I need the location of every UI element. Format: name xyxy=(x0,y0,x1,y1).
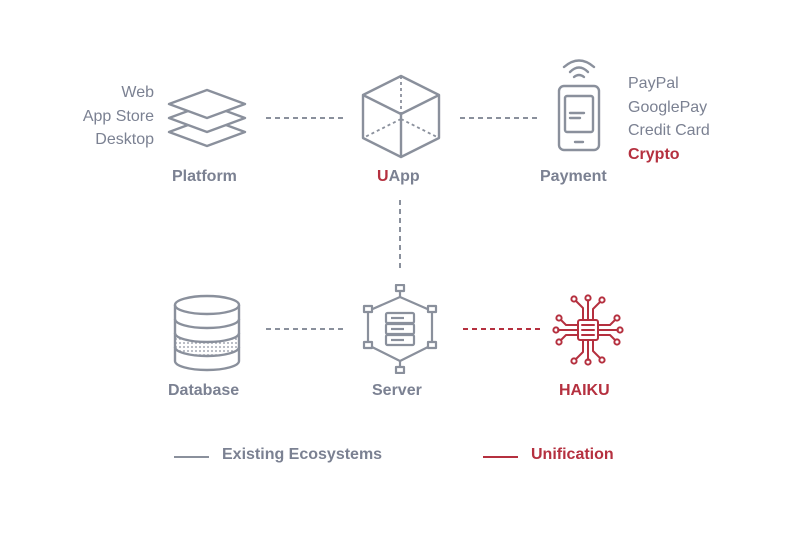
platform-list-item: App Store xyxy=(82,107,154,125)
circuit-chip-icon xyxy=(552,294,624,366)
server-label: Server xyxy=(372,382,422,399)
legend-existing-line xyxy=(174,456,209,458)
database-label: Database xyxy=(168,382,240,399)
payment-label: Payment xyxy=(540,168,607,185)
payment-list-item-highlight: Crypto xyxy=(628,145,680,163)
legend-existing-label: Existing Ecosystems xyxy=(222,446,383,463)
legend-unification-label: Unification xyxy=(531,446,614,463)
haiku-label: HAIKU xyxy=(559,382,610,399)
payment-list-item: Credit Card xyxy=(628,122,710,139)
platform-list-item: Desktop xyxy=(95,131,154,148)
uapp-label-prefix: U xyxy=(377,168,389,185)
database-icon xyxy=(173,294,241,372)
server-network-icon xyxy=(362,284,438,374)
cube-icon xyxy=(361,74,441,159)
payment-list: PayPal GooglePay Credit Card Crypto xyxy=(628,72,710,166)
legend-unification-line xyxy=(483,456,518,458)
layers-icon xyxy=(167,88,247,148)
uapp-label: UApp xyxy=(377,168,420,186)
platform-list: Web App Store Desktop xyxy=(83,81,154,152)
platform-list-item: Web xyxy=(121,84,154,101)
platform-label: Platform xyxy=(172,168,237,185)
payment-list-item: GooglePay xyxy=(628,98,708,116)
payment-list-item: PayPal xyxy=(628,75,679,92)
phone-nfc-icon xyxy=(557,59,601,152)
uapp-label-rest: App xyxy=(388,168,420,185)
